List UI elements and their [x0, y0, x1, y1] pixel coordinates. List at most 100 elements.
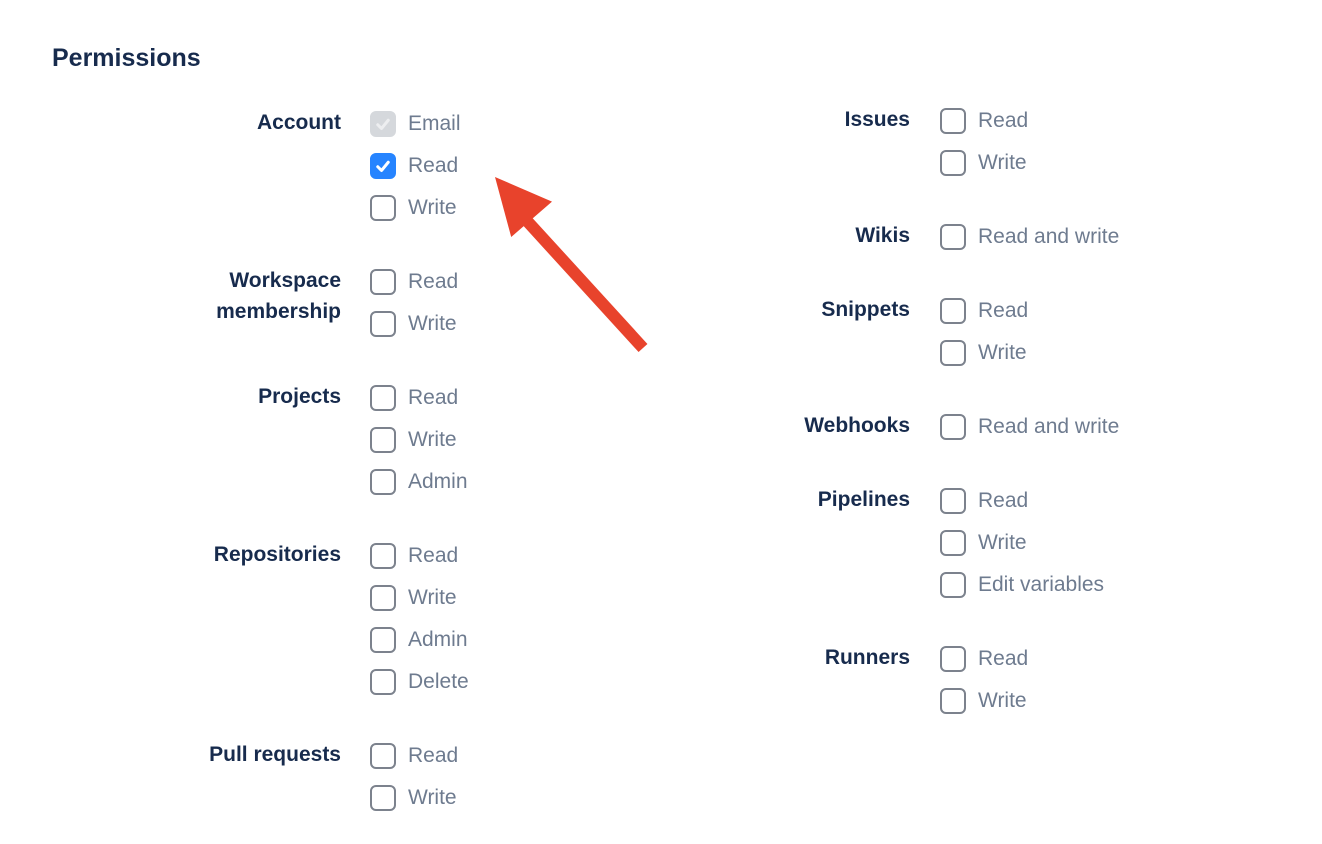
runners-read-label: Read: [978, 647, 1029, 670]
group-label-pull-requests: Pull requests: [209, 743, 341, 766]
account-write-label: Write: [408, 196, 457, 219]
repositories-admin-checkbox[interactable]: [370, 627, 396, 653]
workspace-membership-write-label: Write: [408, 312, 457, 335]
permission-group-workspace-membership: Workspace membership Read Write: [161, 269, 469, 353]
issues-write-label: Write: [978, 151, 1027, 174]
permission-group-snippets: Snippets Read Write: [760, 298, 1119, 382]
group-label-snippets: Snippets: [821, 298, 910, 321]
repositories-read-option[interactable]: Read: [370, 543, 469, 569]
repositories-read-label: Read: [408, 544, 459, 567]
wikis-read-and-write-checkbox[interactable]: [940, 224, 966, 250]
projects-write-label: Write: [408, 428, 457, 451]
runners-read-checkbox[interactable]: [940, 646, 966, 672]
pull-requests-read-label: Read: [408, 744, 459, 767]
account-write-option[interactable]: Write: [370, 195, 461, 221]
wikis-read-and-write-option[interactable]: Read and write: [940, 224, 1119, 250]
projects-read-checkbox[interactable]: [370, 385, 396, 411]
group-label-webhooks: Webhooks: [804, 414, 910, 437]
runners-write-option[interactable]: Write: [940, 688, 1028, 714]
account-read-option[interactable]: Read: [370, 153, 461, 179]
account-read-checkbox[interactable]: [370, 153, 396, 179]
group-label-wikis: Wikis: [855, 224, 910, 247]
repositories-read-checkbox[interactable]: [370, 543, 396, 569]
runners-read-option[interactable]: Read: [940, 646, 1028, 672]
pipelines-read-checkbox[interactable]: [940, 488, 966, 514]
snippets-read-label: Read: [978, 299, 1029, 322]
workspace-membership-read-option[interactable]: Read: [370, 269, 458, 295]
issues-read-label: Read: [978, 109, 1029, 132]
group-label-projects: Projects: [258, 385, 341, 408]
account-email-checkbox: [370, 111, 396, 137]
repositories-write-label: Write: [408, 586, 457, 609]
snippets-read-checkbox[interactable]: [940, 298, 966, 324]
options-runners: Read Write: [940, 646, 1028, 730]
options-repositories: Read Write Admin Delete: [370, 543, 469, 711]
pipelines-edit-variables-label: Edit variables: [978, 573, 1105, 596]
group-label-account: Account: [257, 111, 341, 134]
projects-write-checkbox[interactable]: [370, 427, 396, 453]
page-title: Permissions: [52, 44, 201, 72]
webhooks-read-and-write-checkbox[interactable]: [940, 414, 966, 440]
permission-group-pipelines: Pipelines Read Write Edit variables: [760, 488, 1119, 614]
red-arrow-head: [495, 177, 552, 237]
options-webhooks: Read and write: [940, 414, 1119, 456]
group-label-workspace-membership: Workspace membership: [216, 269, 341, 323]
pull-requests-write-label: Write: [408, 786, 457, 809]
wikis-read-and-write-label: Read and write: [978, 225, 1120, 248]
permission-group-projects: Projects Read Write Admin: [161, 385, 469, 511]
permissions-right-column: Issues Read Write Wikis Read and write S…: [760, 108, 1119, 762]
projects-write-option[interactable]: Write: [370, 427, 468, 453]
pull-requests-write-option[interactable]: Write: [370, 785, 458, 811]
snippets-write-label: Write: [978, 341, 1027, 364]
projects-admin-option[interactable]: Admin: [370, 469, 468, 495]
workspace-membership-write-checkbox[interactable]: [370, 311, 396, 337]
repositories-write-checkbox[interactable]: [370, 585, 396, 611]
repositories-write-option[interactable]: Write: [370, 585, 469, 611]
workspace-membership-write-option[interactable]: Write: [370, 311, 458, 337]
pipelines-write-label: Write: [978, 531, 1027, 554]
permission-group-pull-requests: Pull requests Read Write: [161, 743, 469, 827]
projects-admin-checkbox[interactable]: [370, 469, 396, 495]
repositories-delete-checkbox[interactable]: [370, 669, 396, 695]
issues-read-checkbox[interactable]: [940, 108, 966, 134]
account-email-option: Email: [370, 111, 461, 137]
issues-write-checkbox[interactable]: [940, 150, 966, 176]
workspace-membership-read-label: Read: [408, 270, 459, 293]
pull-requests-read-checkbox[interactable]: [370, 743, 396, 769]
workspace-membership-read-checkbox[interactable]: [370, 269, 396, 295]
issues-read-option[interactable]: Read: [940, 108, 1028, 134]
repositories-admin-label: Admin: [408, 628, 468, 651]
red-arrow-shaft: [523, 217, 648, 353]
options-workspace-membership: Read Write: [370, 269, 458, 353]
runners-write-checkbox[interactable]: [940, 688, 966, 714]
pipelines-edit-variables-checkbox[interactable]: [940, 572, 966, 598]
pipelines-write-checkbox[interactable]: [940, 530, 966, 556]
snippets-write-checkbox[interactable]: [940, 340, 966, 366]
permission-group-wikis: Wikis Read and write: [760, 224, 1119, 266]
permission-group-account: Account Email Read Write: [161, 111, 469, 237]
group-label-issues: Issues: [844, 108, 910, 131]
snippets-read-option[interactable]: Read: [940, 298, 1028, 324]
permission-group-issues: Issues Read Write: [760, 108, 1119, 192]
pipelines-write-option[interactable]: Write: [940, 530, 1104, 556]
pipelines-read-option[interactable]: Read: [940, 488, 1104, 514]
options-issues: Read Write: [940, 108, 1028, 192]
permission-group-runners: Runners Read Write: [760, 646, 1119, 730]
group-label-runners: Runners: [824, 646, 910, 669]
pull-requests-read-option[interactable]: Read: [370, 743, 458, 769]
options-pipelines: Read Write Edit variables: [940, 488, 1104, 614]
webhooks-read-and-write-label: Read and write: [978, 415, 1120, 438]
repositories-admin-option[interactable]: Admin: [370, 627, 469, 653]
projects-read-option[interactable]: Read: [370, 385, 468, 411]
red-arrow-annotation: [495, 177, 648, 353]
account-read-label: Read: [408, 154, 459, 177]
issues-write-option[interactable]: Write: [940, 150, 1028, 176]
account-write-checkbox[interactable]: [370, 195, 396, 221]
repositories-delete-option[interactable]: Delete: [370, 669, 469, 695]
permission-group-webhooks: Webhooks Read and write: [760, 414, 1119, 456]
options-projects: Read Write Admin: [370, 385, 468, 511]
pull-requests-write-checkbox[interactable]: [370, 785, 396, 811]
pipelines-edit-variables-option[interactable]: Edit variables: [940, 572, 1104, 598]
webhooks-read-and-write-option[interactable]: Read and write: [940, 414, 1119, 440]
snippets-write-option[interactable]: Write: [940, 340, 1028, 366]
